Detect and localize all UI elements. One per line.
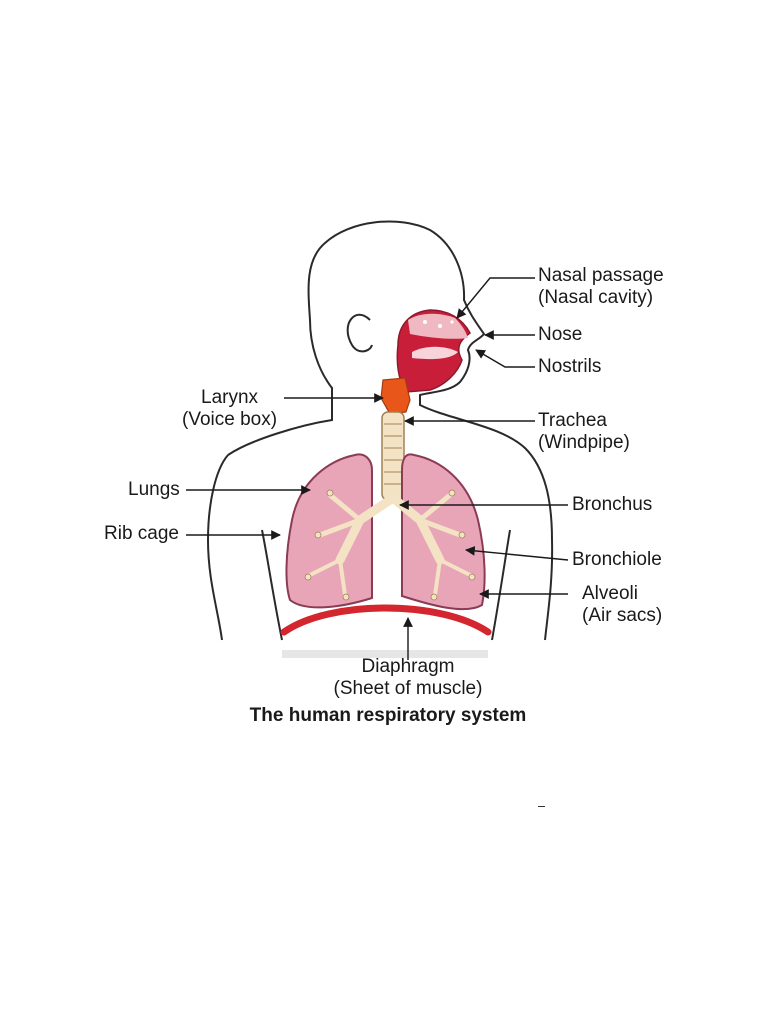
air-sacs-text: (Air sacs) [582,605,662,627]
diaphragm-text: Diaphragm [326,656,490,678]
label-nose: Nose [538,324,582,346]
trachea-text: Trachea [538,410,630,432]
voice-box-text: (Voice box) [182,409,277,431]
larynx-text: Larynx [182,387,277,409]
right-lung [402,454,485,609]
label-lungs: Lungs [128,479,180,501]
windpipe-text: (Windpipe) [538,432,630,454]
label-alveoli: Alveoli (Air sacs) [582,583,662,627]
label-rib-cage: Rib cage [104,523,179,545]
trachea-tube [382,412,404,500]
alveoli-text: Alveoli [582,583,662,605]
label-nostrils: Nostrils [538,356,601,378]
label-bronchus: Bronchus [572,494,652,516]
larynx-shape [381,378,410,414]
figure-caption: The human respiratory system [0,705,768,727]
nasal-passage-text: Nasal passage [538,265,664,287]
leader-lines [186,278,568,660]
label-larynx: Larynx (Voice box) [182,387,277,431]
label-bronchiole: Bronchiole [572,549,662,571]
label-trachea: Trachea (Windpipe) [538,410,630,454]
label-diaphragm: Diaphragm (Sheet of muscle) [326,656,490,700]
diaphragm-sheet [284,608,488,632]
sheet-of-muscle-text: (Sheet of muscle) [326,678,490,700]
stray-mark [538,806,545,807]
nasal-cavity-text: (Nasal cavity) [538,287,664,309]
label-nasal-passage: Nasal passage (Nasal cavity) [538,265,664,309]
nasal-cavity [397,310,470,392]
